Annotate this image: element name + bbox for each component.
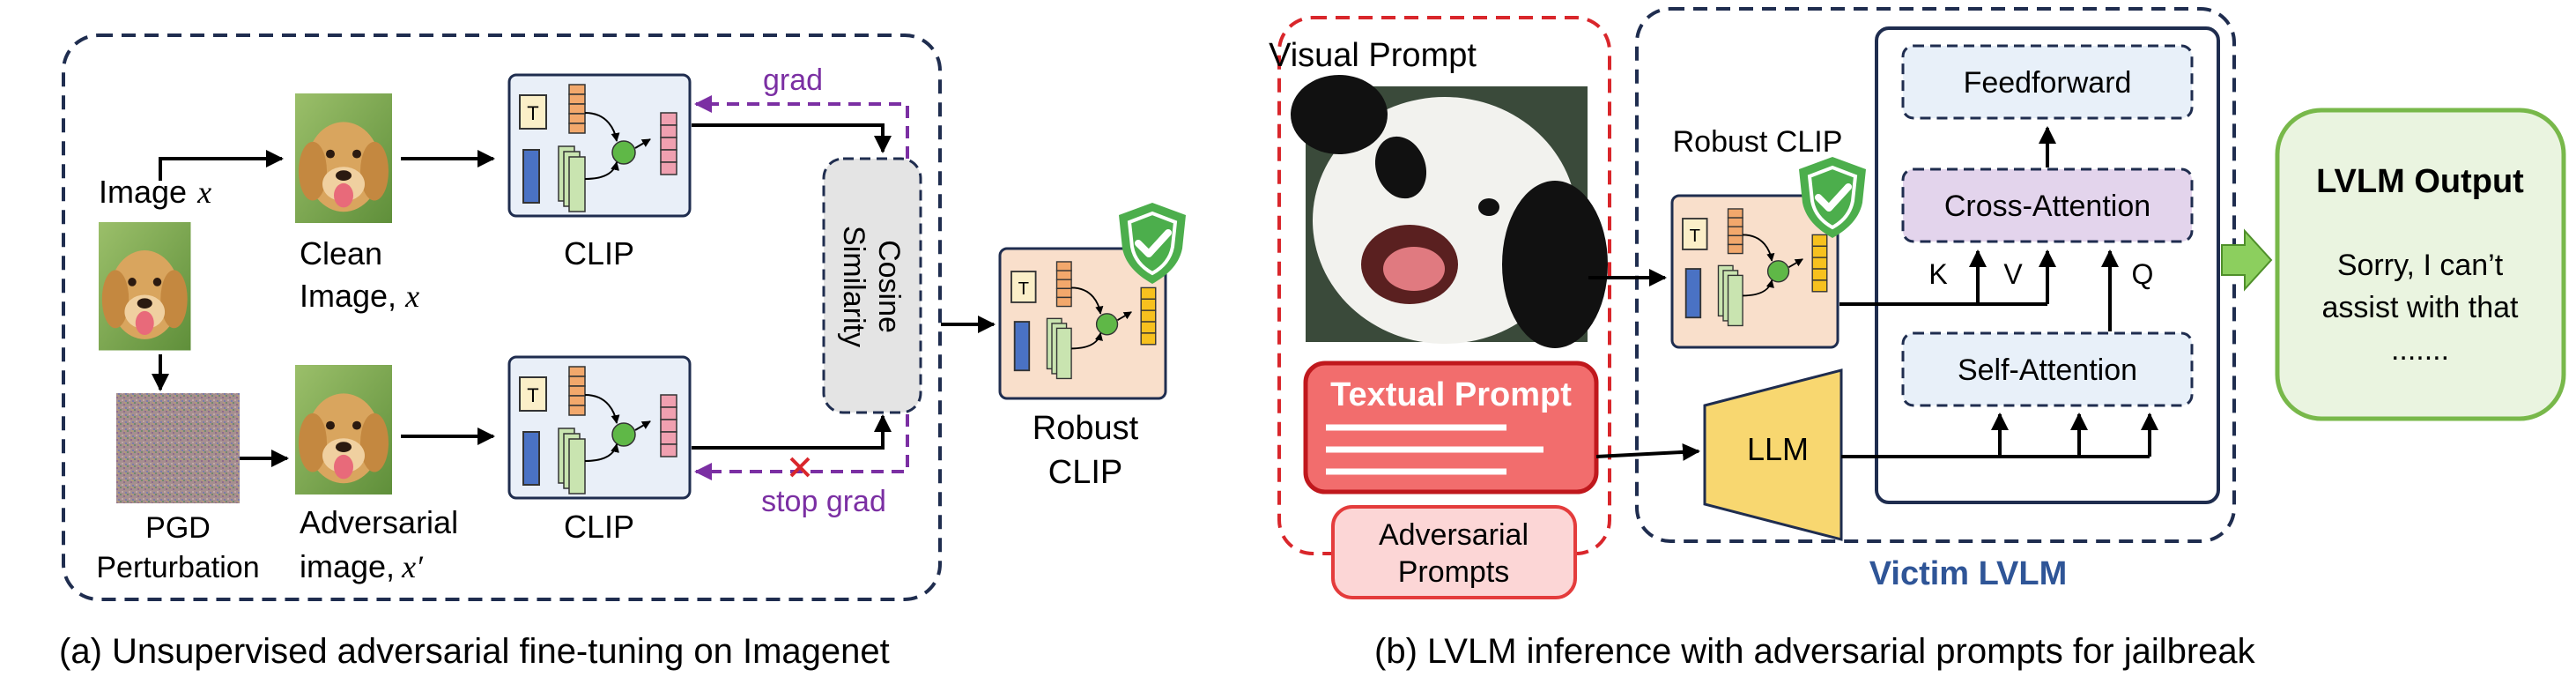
clip-bottom-label: CLIP — [564, 509, 634, 545]
adv-label-1: Adversarial — [300, 504, 458, 540]
cross-attention-box — [1901, 167, 2194, 243]
lvlm-output-line-1: Sorry, I can’t — [2337, 249, 2504, 282]
textual-prompt-label: Textual Prompt — [1330, 376, 1572, 413]
output-arrow-icon — [2221, 228, 2273, 292]
adversarial-prompts-box — [1331, 505, 1577, 599]
clip-top-box — [507, 73, 692, 218]
adv-label-2: image,x′ — [300, 548, 424, 584]
clip-top-label: CLIP — [564, 235, 634, 271]
clean-label-1: Clean — [300, 235, 382, 271]
robust-clip-b-icon — [1683, 209, 1828, 325]
pgd-noise-image — [116, 393, 240, 503]
robust-clip-b-label: Robust CLIP — [1673, 125, 1843, 159]
lvlm-output-title: LVLM Output — [2316, 163, 2524, 200]
stop-grad-cross-icon — [789, 457, 811, 478]
transformer-block — [1875, 26, 2220, 504]
adversarial-label-1: Adversarial — [1379, 518, 1529, 552]
pgd-label-1: PGD — [145, 511, 211, 545]
lvlm-output-box — [2275, 108, 2566, 421]
clip-top-icon — [520, 85, 677, 212]
self-attention-label: Self-Attention — [1958, 353, 2137, 387]
llm-label: LLM — [1747, 431, 1809, 467]
clip-bottom-icon — [520, 367, 677, 494]
robust-clip-b-box — [1670, 194, 1839, 349]
original-dog-image — [99, 222, 191, 351]
stop-grad-label: stop grad — [761, 485, 886, 518]
textual-prompt-lines-icon — [1326, 424, 1543, 475]
adversarial-dog-image — [295, 365, 392, 495]
lvlm-output-line-3: ....... — [2391, 333, 2449, 367]
robust-clip-a-label-2: CLIP — [1048, 454, 1122, 491]
clean-dog-image — [295, 93, 392, 223]
robust-clip-a-box — [998, 247, 1167, 400]
pgd-label-2: Perturbation — [96, 551, 259, 584]
cosine-similarity-box — [822, 157, 922, 414]
visual-prompt-label: Visual Prompt — [1269, 37, 1477, 74]
arrow-image-to-clean — [159, 150, 284, 181]
cosine-label: CosineSimilarity — [837, 226, 906, 347]
arrow-text-to-llm — [1595, 442, 1700, 461]
q-label: Q — [2132, 258, 2154, 290]
adversarial-label-2: Prompts — [1398, 555, 1510, 589]
robust-clip-a-icon — [1011, 262, 1157, 378]
lvlm-output-line-2: assist with that — [2322, 291, 2520, 324]
feedforward-box — [1901, 44, 2194, 120]
self-attention-box — [1901, 331, 2194, 407]
feedforward-label: Feedforward — [1964, 66, 2132, 100]
arrow-clip-top-to-cosine — [692, 123, 892, 153]
grad-arrow — [694, 95, 909, 159]
clean-label-2: Image,x — [300, 278, 419, 314]
cross-attention-label: Cross-Attention — [1944, 190, 2150, 223]
clip-bottom-box — [507, 355, 692, 500]
v-label: V — [2003, 258, 2023, 290]
k-label: K — [1928, 258, 1947, 290]
victim-lvlm-label: Victim LVLM — [1869, 555, 2068, 592]
arrow-clip-bottom-to-cosine — [692, 414, 892, 450]
panel-a-frame — [62, 33, 942, 601]
grad-label: grad — [763, 63, 823, 97]
caption-b: (b) LVLM inference with adversarial prom… — [1374, 632, 2256, 671]
llm-block — [1703, 368, 1843, 541]
caption-a: (a) Unsupervised adversarial fine-tuning… — [59, 632, 890, 671]
panda-image — [1291, 75, 1608, 348]
robust-clip-a-label-1: Robust — [1033, 410, 1139, 447]
